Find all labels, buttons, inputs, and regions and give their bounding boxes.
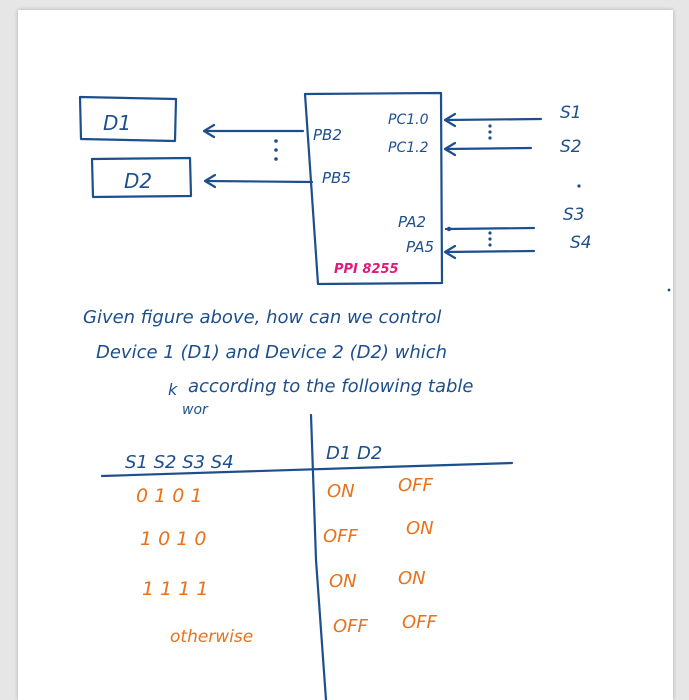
question-line-1: Given figure above, how can we control <box>83 307 441 328</box>
question-line-3: according to the following table <box>188 376 474 397</box>
row-4-switches: otherwise <box>170 627 253 647</box>
question-line-3-prefix: k <box>168 380 178 399</box>
row-1-d2: OFF <box>398 475 434 496</box>
row-3-switches: 1 1 1 1 <box>142 578 208 600</box>
pin-pc12: PC1.2 <box>388 140 429 156</box>
ppi-chip: PB2 PB5 PC1.0 PC1.2 PA2 PA5 PPI 8255 <box>303 91 444 286</box>
switch-s2: S2 <box>560 137 582 157</box>
question-line-2: Device 1 (D1) and Device 2 (D2) which <box>96 342 447 363</box>
row-3-d2: ON <box>398 568 426 589</box>
row-2-d1: OFF <box>323 526 359 547</box>
paper-sheet <box>18 10 673 700</box>
device-d1: D1 <box>78 95 178 143</box>
row-4-d2: OFF <box>402 612 438 633</box>
question-text: Given figure above, how can we control D… <box>83 288 671 418</box>
row-4-d1: OFF <box>333 616 369 637</box>
header-devices: D1 D2 <box>326 443 382 464</box>
header-switches: S1 S2 S3 S4 <box>125 452 234 473</box>
device-d2-label: D2 <box>124 169 152 193</box>
row-1-d1: ON <box>327 481 355 502</box>
row-3-d1: ON <box>329 571 357 592</box>
switch-s3: S3 <box>563 205 585 225</box>
row-2-switches: 1 0 1 0 <box>140 528 206 550</box>
chip-label: PPI 8255 <box>334 262 399 277</box>
pin-pb5: PB5 <box>322 169 351 187</box>
switch-s4: S4 <box>570 233 592 253</box>
output-arrows <box>202 123 314 189</box>
switch-labels: S1 S2 S3 S4 <box>560 103 592 253</box>
row-1-switches: 0 1 0 1 <box>136 485 202 507</box>
device-d1-label: D1 <box>103 111 131 135</box>
pin-pc10: PC1.0 <box>388 112 429 128</box>
input-lines <box>443 112 581 260</box>
row-2-d2: ON <box>406 518 434 539</box>
switch-s1: S1 <box>560 103 582 123</box>
pin-pa5: PA5 <box>406 238 434 256</box>
pin-pb2: PB2 <box>313 126 342 144</box>
device-d2: D2 <box>90 156 193 199</box>
pin-pa2: PA2 <box>398 213 426 231</box>
truth-table: S1 S2 S3 S4 D1 D2 0 1 0 1 ON OFF 1 0 1 0… <box>100 413 514 700</box>
question-line-3-insert: wor <box>182 402 209 418</box>
